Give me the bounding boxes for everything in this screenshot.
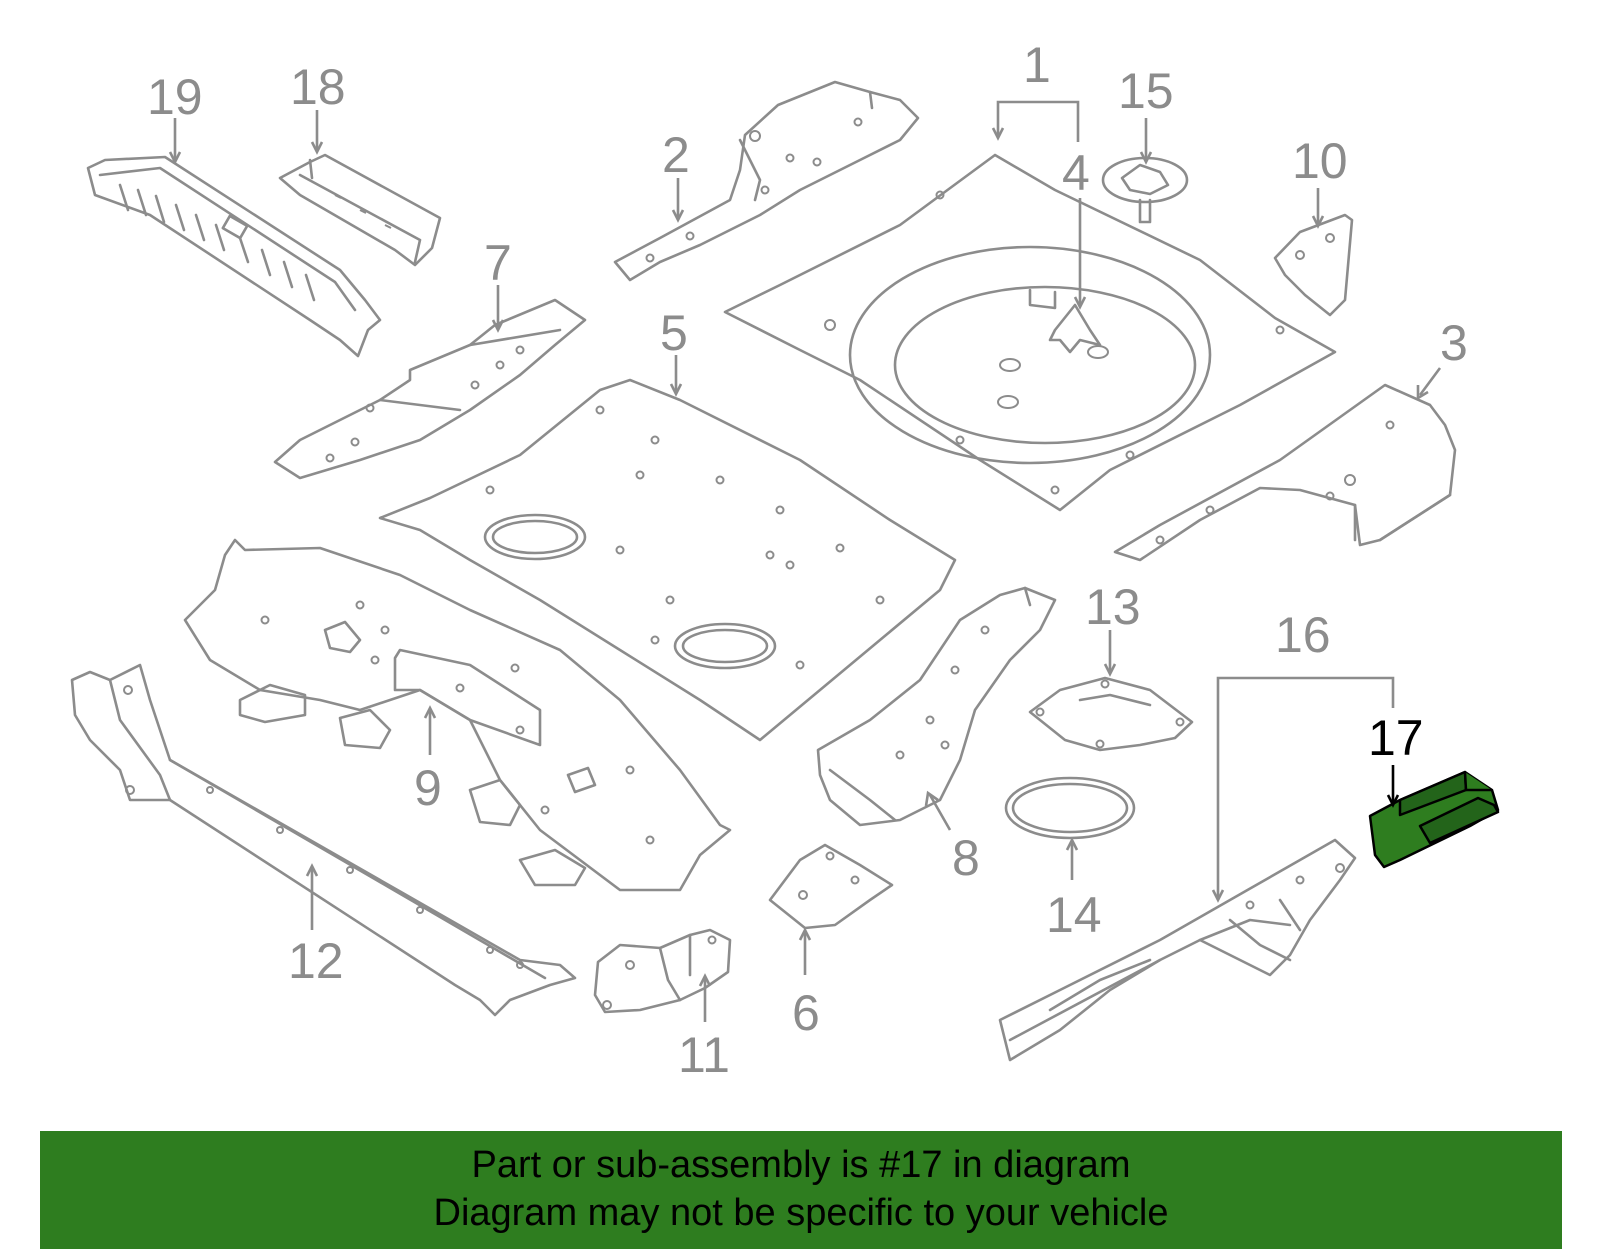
callout-2: 2 <box>662 127 690 183</box>
part-12-crossmember[interactable] <box>70 663 577 1017</box>
callout-6: 6 <box>792 985 820 1041</box>
part-5-floor-panel[interactable] <box>378 378 957 742</box>
leader-lines <box>168 100 1442 1022</box>
part-8-rail[interactable] <box>816 586 1057 827</box>
part-9-crossmember[interactable] <box>183 538 732 892</box>
part-17-extension-highlighted[interactable] <box>1368 770 1500 869</box>
callout-3: 3 <box>1440 315 1468 371</box>
callout-12: 12 <box>288 933 344 989</box>
info-banner: Part or sub-assembly is #17 in diagram D… <box>40 1131 1562 1249</box>
banner-line-2: Diagram may not be specific to your vehi… <box>433 1192 1169 1234</box>
part-2-rail[interactable] <box>613 80 920 282</box>
part-11-bracket[interactable] <box>593 928 732 1014</box>
part-14-seal[interactable] <box>1004 776 1136 840</box>
callout-10: 10 <box>1292 133 1348 189</box>
callout-1: 1 <box>1023 37 1051 93</box>
part-15-hold-down[interactable] <box>1101 156 1189 224</box>
banner-line-1: Part or sub-assembly is #17 in diagram <box>471 1144 1131 1186</box>
part-18-bracket[interactable] <box>278 153 442 267</box>
part-19-rail[interactable] <box>86 155 382 358</box>
callout-15: 15 <box>1118 63 1174 119</box>
callout-11: 11 <box>678 1027 730 1083</box>
part-1-rear-floor[interactable] <box>723 153 1337 512</box>
part-16-rail-assembly[interactable] <box>998 838 1357 1062</box>
callout-13: 13 <box>1085 579 1141 635</box>
callout-4: 4 <box>1062 145 1090 201</box>
callout-9: 9 <box>414 760 442 816</box>
callout-17: 17 <box>1368 710 1424 766</box>
part-7-bracket[interactable] <box>273 298 587 480</box>
parts-diagram: 19 18 2 1 4 15 10 3 7 5 13 16 17 9 8 14 … <box>70 37 1500 1083</box>
callout-19: 19 <box>147 69 203 125</box>
part-3-rail[interactable] <box>1113 383 1457 562</box>
part-6-gusset[interactable] <box>768 843 894 930</box>
callout-18: 18 <box>290 59 346 115</box>
callout-labels: 19 18 2 1 4 15 10 3 7 5 13 16 17 9 8 14 … <box>147 37 1468 1083</box>
callout-16: 16 <box>1275 607 1331 663</box>
callout-8: 8 <box>952 830 980 886</box>
callout-7: 7 <box>484 235 512 291</box>
part-10-gusset[interactable] <box>1273 213 1354 317</box>
callout-5: 5 <box>660 305 688 361</box>
callout-14: 14 <box>1046 887 1102 943</box>
part-13-plate[interactable] <box>1028 676 1194 752</box>
